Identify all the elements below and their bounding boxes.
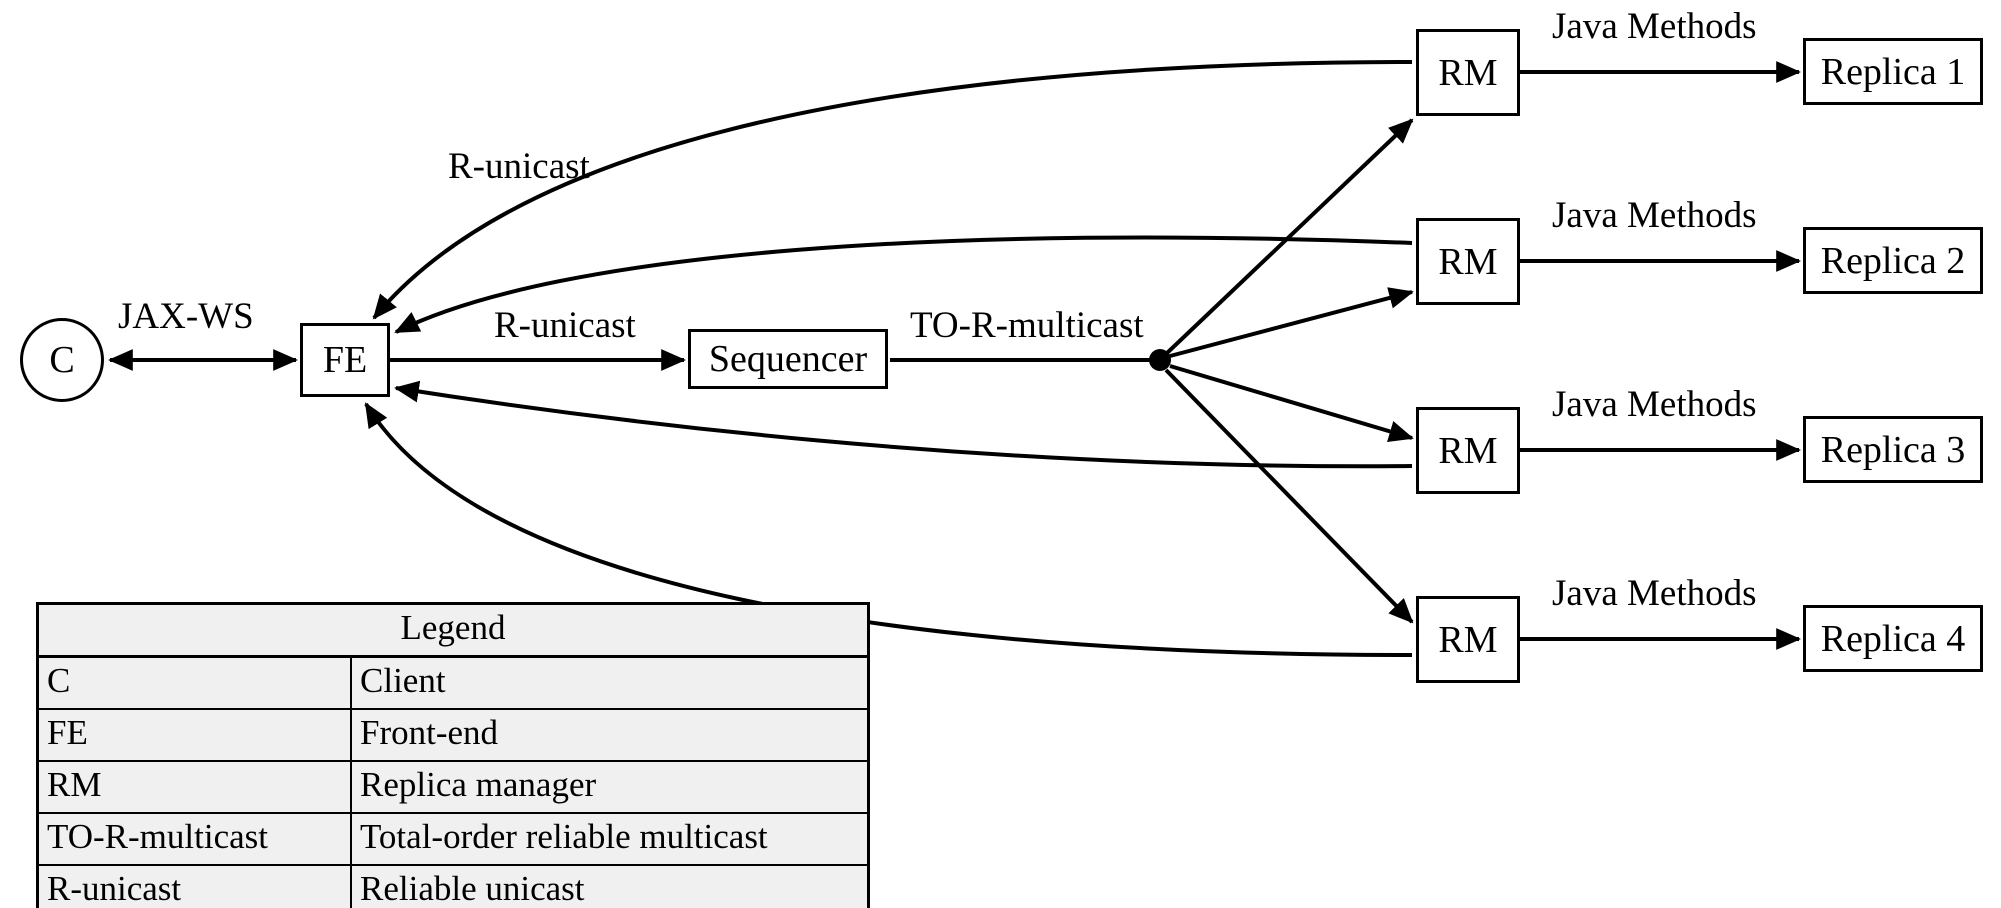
edge-label-jax-ws: JAX-WS: [118, 296, 254, 337]
legend-term: FE: [36, 708, 352, 762]
node-sequencer-label: Sequencer: [708, 338, 868, 380]
edge-hub-rm-1: [1164, 118, 1414, 356]
edge-rm4-frontend-runicast: [364, 402, 1413, 657]
edge-rm2-frontend-runicast: [394, 235, 1413, 334]
edge-label-java-methods-3: Java Methods: [1552, 384, 1757, 425]
edge-hub-rm-4: [1164, 368, 1414, 624]
legend-meaning: Reliable unicast: [350, 864, 870, 908]
node-replica-2-label: Replica 2: [1820, 239, 1966, 282]
legend-row: C Client: [36, 655, 870, 710]
node-replica-3-label: Replica 3: [1820, 428, 1966, 471]
edge-label-java-methods-1: Java Methods: [1552, 6, 1757, 47]
legend-term: RM: [36, 760, 352, 814]
legend-term: R-unicast: [36, 864, 352, 908]
edge-label-java-methods-2: Java Methods: [1552, 195, 1757, 236]
edge-rm3-frontend-runicast: [394, 380, 1413, 469]
edge-sequencer-hub: [890, 349, 1171, 371]
node-replica-4[interactable]: Replica 4: [1803, 605, 1983, 672]
node-replica-manager-4[interactable]: RM: [1416, 596, 1520, 683]
node-replica-manager-2-label: RM: [1438, 240, 1498, 283]
node-replica-manager-1-label: RM: [1438, 51, 1498, 94]
node-replica-manager-2[interactable]: RM: [1416, 218, 1520, 305]
legend-row: TO-R-multicast Total-order reliable mult…: [36, 812, 870, 866]
legend-meaning: Front-end: [350, 708, 870, 762]
node-client-label: C: [49, 339, 75, 381]
node-replica-manager-3-label: RM: [1438, 429, 1498, 472]
legend-meaning: Client: [350, 655, 870, 710]
edge-hub-rm-2: [1169, 287, 1414, 358]
node-replica-4-label: Replica 4: [1820, 617, 1966, 660]
legend-header-cell: Legend: [36, 602, 870, 658]
edge-label-rm-return-runicast: R-unicast: [448, 146, 590, 187]
node-replica-manager-4-label: RM: [1438, 618, 1498, 661]
legend-meaning: Total-order reliable multicast: [350, 812, 870, 866]
legend-meaning: Replica manager: [350, 760, 870, 814]
node-sequencer[interactable]: Sequencer: [688, 329, 888, 389]
node-replica-1-label: Replica 1: [1820, 50, 1966, 93]
legend-term: TO-R-multicast: [36, 812, 352, 866]
edge-label-java-methods-4: Java Methods: [1552, 573, 1757, 614]
edge-rm1-frontend-runicast: [372, 60, 1413, 320]
node-replica-manager-1[interactable]: RM: [1416, 29, 1520, 116]
legend-table: Legend C Client FE Front-end RM Replica …: [36, 602, 870, 908]
node-frontend-label: FE: [322, 339, 368, 381]
legend-row: FE Front-end: [36, 708, 870, 762]
legend-term: C: [36, 655, 352, 710]
legend-row: R-unicast Reliable unicast: [36, 864, 870, 908]
edge-label-fe-sequencer-runicast: R-unicast: [494, 305, 636, 346]
legend-header-row: Legend: [36, 602, 870, 658]
node-replica-1[interactable]: Replica 1: [1803, 38, 1983, 105]
legend-row: RM Replica manager: [36, 760, 870, 814]
edge-hub-rm-3: [1169, 364, 1414, 442]
node-replica-manager-3[interactable]: RM: [1416, 407, 1520, 494]
node-replica-3[interactable]: Replica 3: [1803, 416, 1983, 483]
edge-label-to-r-multicast: TO-R-multicast: [910, 305, 1144, 346]
node-replica-2[interactable]: Replica 2: [1803, 227, 1983, 294]
node-frontend[interactable]: FE: [300, 323, 390, 397]
node-client[interactable]: C: [20, 318, 104, 402]
